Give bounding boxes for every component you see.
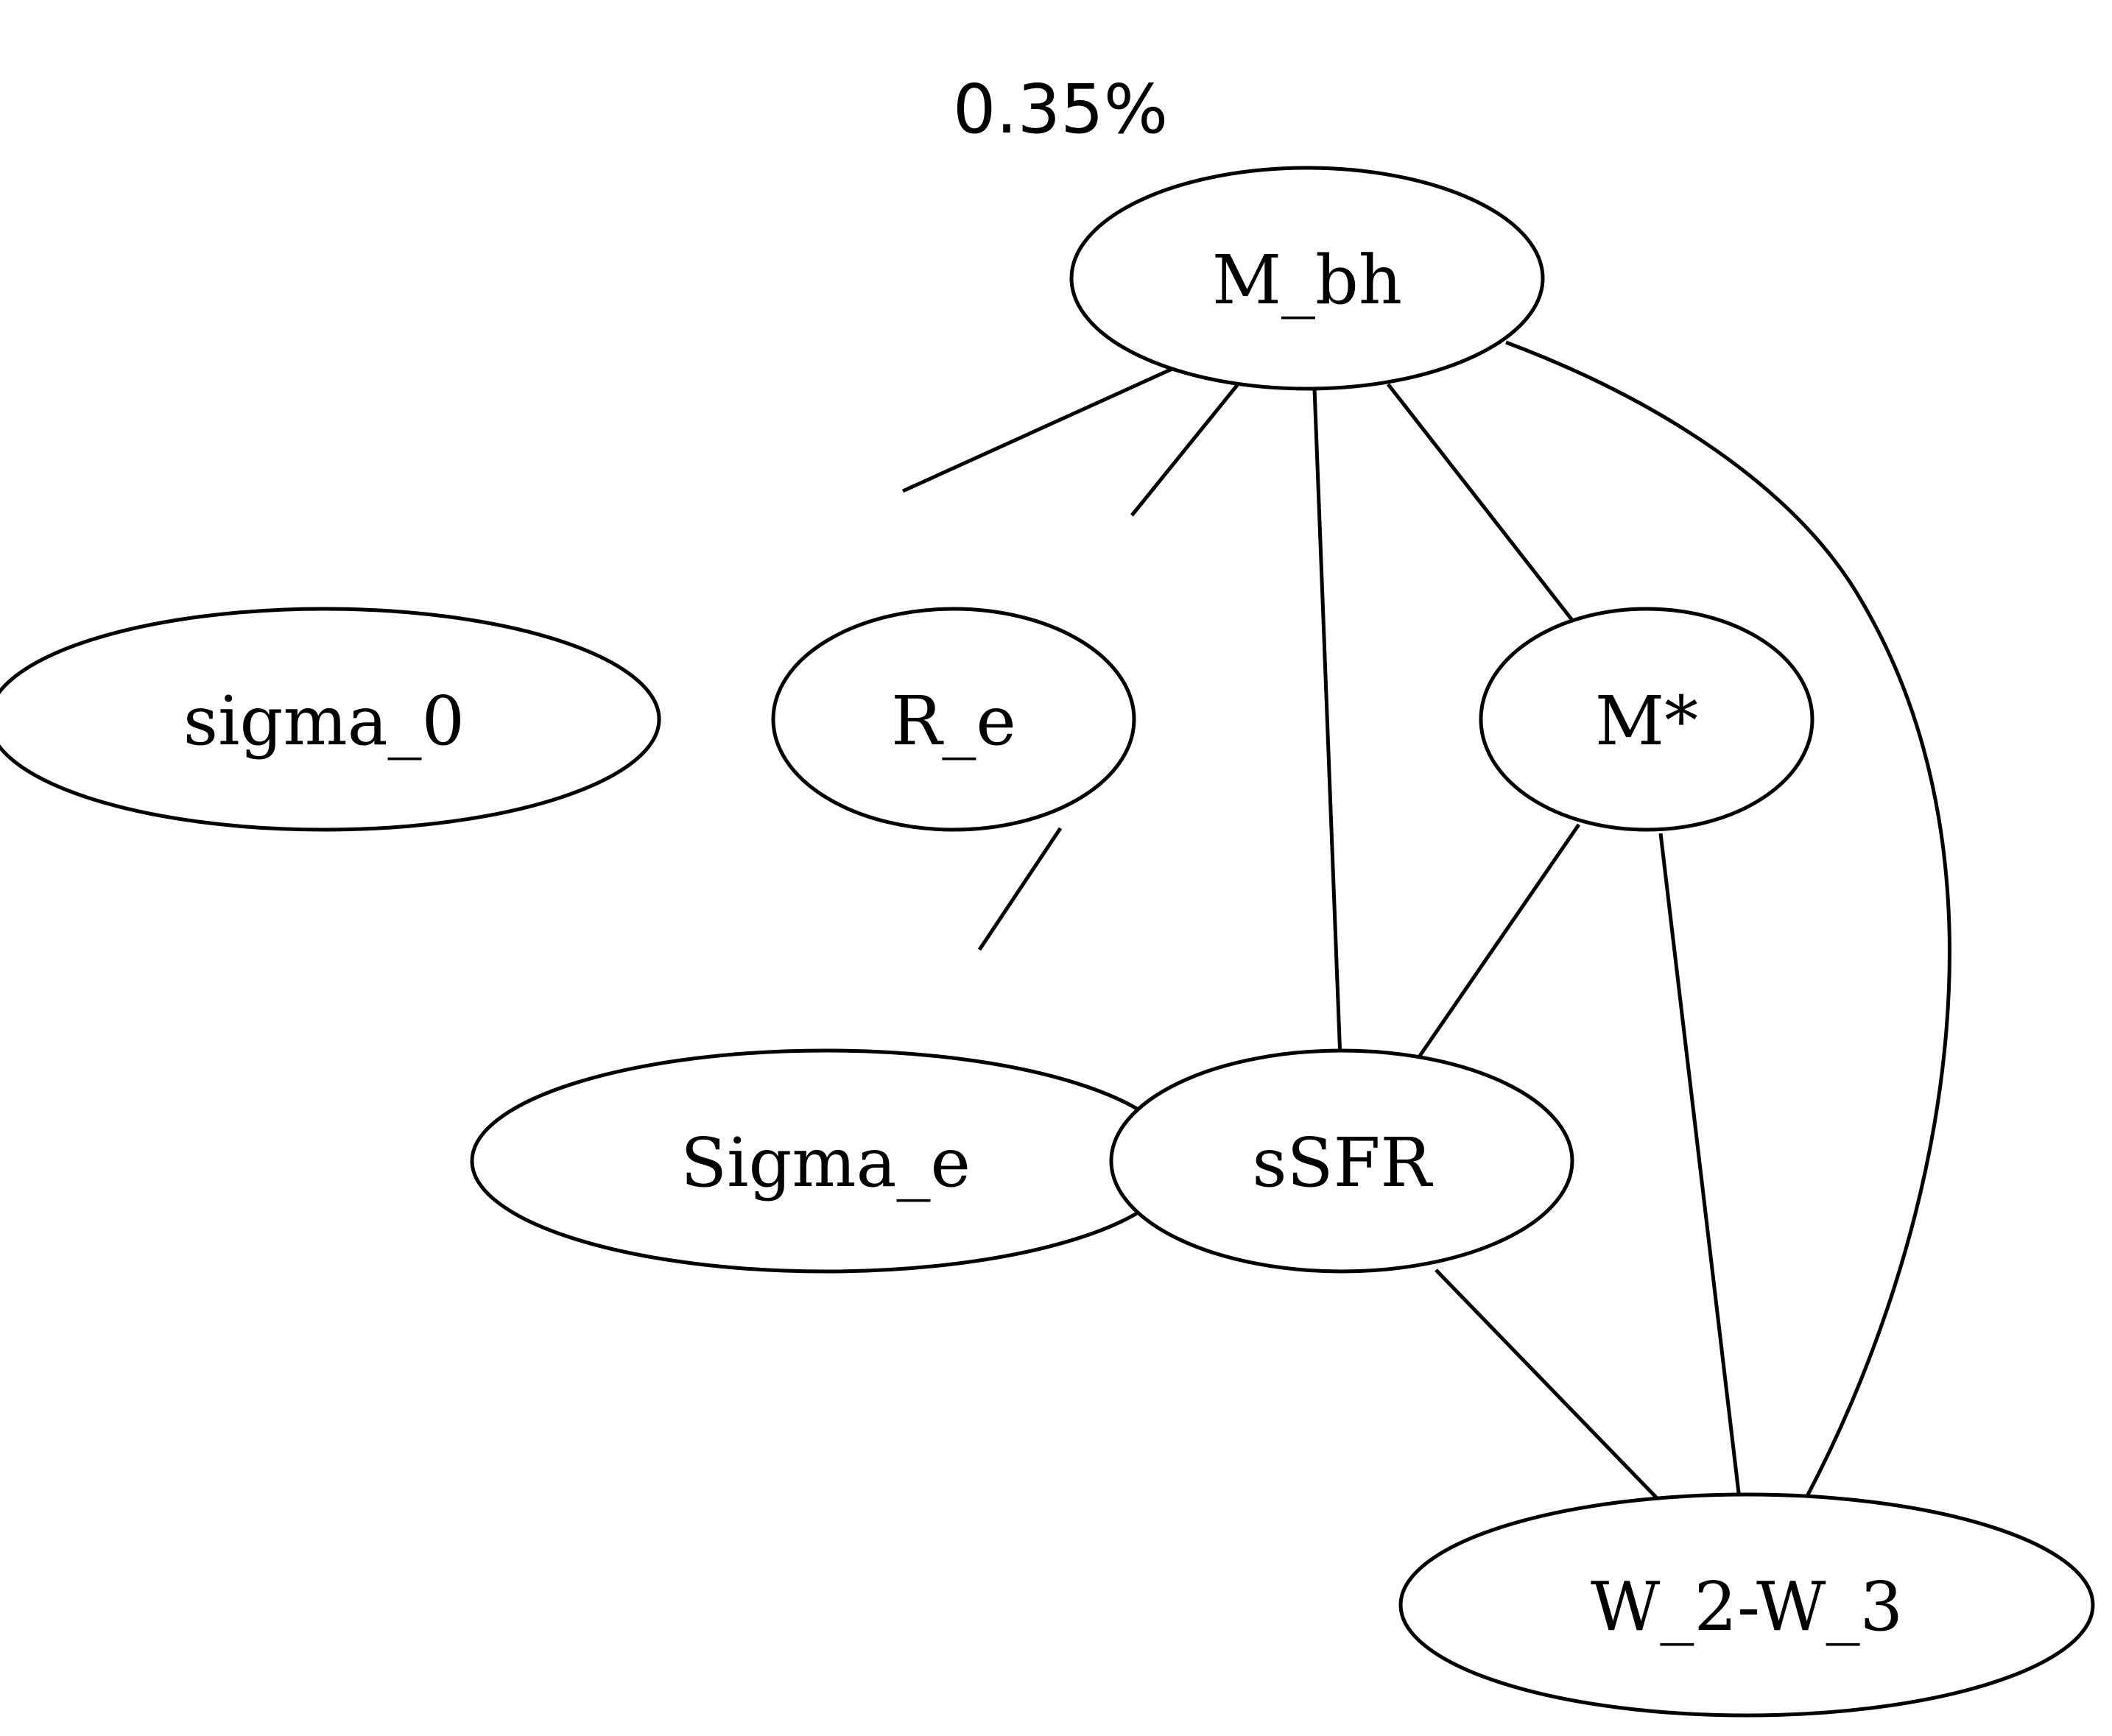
edge-m-star-w2-w3 bbox=[1658, 833, 1742, 1500]
edges bbox=[901, 340, 1951, 1503]
edge-m-star-ssfr bbox=[1415, 823, 1581, 1062]
node-ssfr-label: sSFR bbox=[1252, 1123, 1433, 1202]
node-r-e-label: R_e bbox=[891, 682, 1016, 761]
edge-m-bh-m-star bbox=[1387, 383, 1578, 627]
node-r-e-shape bbox=[771, 607, 1136, 832]
node-ssfr-shape bbox=[1109, 1048, 1574, 1274]
node-m-bh-shape bbox=[1069, 166, 1545, 391]
edge-r-e-sigma-e bbox=[977, 827, 1063, 951]
graph-caption: 0.35% bbox=[953, 70, 1168, 149]
node-m-bh: M_bh bbox=[1069, 166, 1545, 391]
node-sigma-e: Sigma_e bbox=[470, 1048, 1181, 1274]
edge-m-bh-w2-w3 bbox=[1505, 340, 1951, 1500]
node-w2-w3-shape bbox=[1398, 1492, 2095, 1718]
node-m-bh-label: M_bh bbox=[1212, 241, 1402, 320]
node-m-star-shape bbox=[1479, 607, 1814, 832]
node-sigma-0-shape bbox=[0, 607, 661, 832]
node-m-star: M* bbox=[1479, 607, 1814, 832]
node-sigma-e-label: Sigma_e bbox=[680, 1123, 971, 1202]
node-ssfr: sSFR bbox=[1109, 1048, 1574, 1274]
node-sigma-0-label: sigma_0 bbox=[183, 682, 465, 761]
node-r-e: R_e bbox=[771, 607, 1136, 832]
edge-m-bh-r-e bbox=[1130, 383, 1239, 517]
node-sigma-0: sigma_0 bbox=[0, 607, 661, 832]
edge-m-bh-sigma-0 bbox=[901, 356, 1198, 493]
node-w2-w3: W_2-W_3 bbox=[1398, 1492, 2095, 1718]
edge-ssfr-w2-w3 bbox=[1435, 1269, 1662, 1503]
edge-m-bh-ssfr bbox=[1312, 388, 1342, 1059]
node-m-star-label: M* bbox=[1595, 682, 1698, 761]
node-w2-w3-label: W_2-W_3 bbox=[1591, 1567, 1903, 1646]
